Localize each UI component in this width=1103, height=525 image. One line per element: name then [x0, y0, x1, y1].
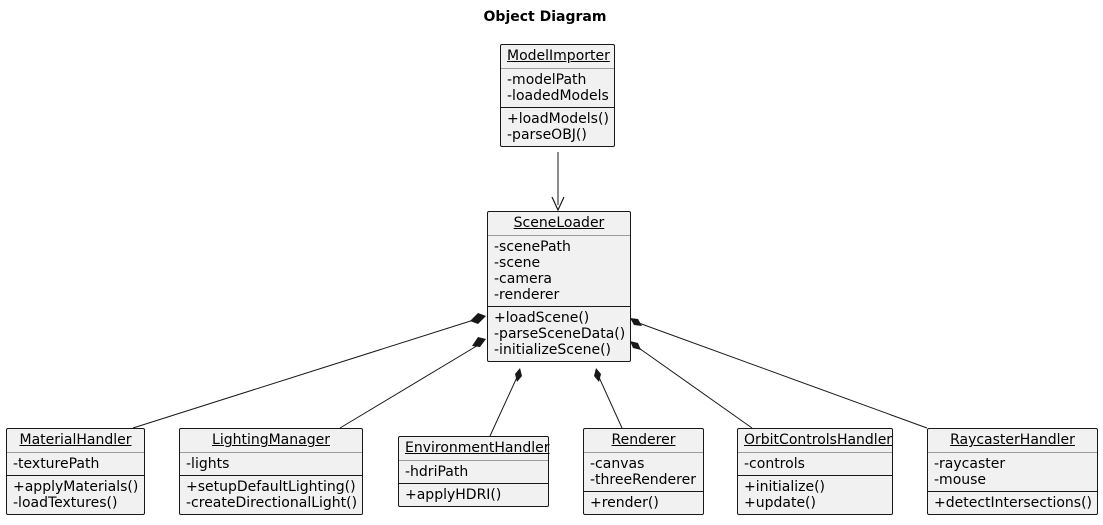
- method: -parseSceneData(): [494, 326, 626, 342]
- attributes-section: -raycaster -mouse: [928, 452, 1097, 492]
- object-material-handler: MaterialHandler -texturePath +applyMater…: [6, 428, 145, 515]
- object-name: SceneLoader: [513, 215, 605, 231]
- methods-section: +loadScene() -parseSceneData() -initiali…: [488, 306, 630, 361]
- methods-section: +render(): [584, 491, 703, 514]
- attribute: -raycaster: [934, 456, 1006, 472]
- attribute: -mouse: [934, 472, 987, 488]
- method: +loadScene(): [494, 310, 590, 326]
- attribute: -loadedModels: [507, 88, 609, 104]
- edge-sceneloader-raycasterhandler: [630, 318, 928, 429]
- object-lighting-manager: LightingManager -lights +setupDefaultLig…: [179, 428, 363, 515]
- methods-section: +loadModels() -parseOBJ(): [501, 107, 614, 146]
- attribute: -texturePath: [13, 456, 100, 472]
- methods-section: +setupDefaultLighting() -createDirection…: [180, 475, 362, 514]
- method: -loadTextures(): [13, 495, 118, 511]
- attribute: -renderer: [494, 287, 560, 303]
- attributes-section: -hdriPath: [399, 460, 548, 484]
- attributes-section: -texturePath: [7, 452, 144, 476]
- attributes-section: -controls: [738, 452, 892, 476]
- attribute: -modelPath: [507, 72, 587, 88]
- method: +applyMaterials(): [13, 479, 139, 495]
- object-name: OrbitControlsHandler: [744, 432, 893, 448]
- method: +render(): [590, 495, 659, 511]
- attribute: -lights: [186, 456, 230, 472]
- edge-sceneloader-orbitcontrolshandler: [630, 341, 753, 429]
- method: +setupDefaultLighting(): [186, 479, 356, 495]
- edge-sceneloader-renderer: [594, 368, 623, 429]
- method: +initialize(): [744, 479, 826, 495]
- object-scene-loader: SceneLoader -scenePath -scene -camera -r…: [487, 211, 631, 362]
- object-raycaster-handler: RaycasterHandler -raycaster -mouse +dete…: [927, 428, 1098, 515]
- attribute: -threeRenderer: [590, 472, 696, 488]
- object-name: MaterialHandler: [19, 432, 132, 448]
- attributes-section: -modelPath -loadedModels: [501, 68, 614, 108]
- method: +applyHDRI(): [405, 487, 502, 503]
- attribute: -scene: [494, 255, 541, 271]
- attribute: -camera: [494, 271, 552, 287]
- object-model-importer: ModelImporter -modelPath -loadedModels +…: [500, 44, 615, 147]
- attribute: -controls: [744, 456, 805, 472]
- attributes-section: -canvas -threeRenderer: [584, 452, 703, 492]
- object-name: Renderer: [611, 432, 676, 448]
- methods-section: +applyMaterials() -loadTextures(): [7, 475, 144, 514]
- method: -parseOBJ(): [507, 127, 587, 143]
- diagram-title: Object Diagram: [483, 9, 607, 25]
- edge-sceneloader-environmenthandler: [489, 368, 522, 437]
- attribute: -scenePath: [494, 239, 571, 255]
- method: -createDirectionalLight(): [186, 495, 358, 511]
- attribute: -hdriPath: [405, 464, 469, 480]
- methods-section: +detectIntersections(): [928, 491, 1097, 514]
- object-name: ModelImporter: [507, 48, 610, 64]
- object-name: EnvironmentHandler: [405, 440, 550, 456]
- edge-sceneloader-materialhandler: [132, 313, 486, 429]
- attributes-section: -scenePath -scene -camera -renderer: [488, 235, 630, 307]
- arrowhead-sceneloader: [551, 196, 565, 212]
- attribute: -canvas: [590, 456, 645, 472]
- method: +loadModels(): [507, 111, 609, 127]
- methods-section: +applyHDRI(): [399, 483, 548, 506]
- object-name: RaycasterHandler: [950, 432, 1075, 448]
- object-orbit-controls-handler: OrbitControlsHandler -controls +initiali…: [737, 428, 893, 515]
- object-name: LightingManager: [212, 432, 330, 448]
- methods-section: +initialize() +update(): [738, 475, 892, 514]
- method: -initializeScene(): [494, 342, 612, 358]
- object-environment-handler: EnvironmentHandler -hdriPath +applyHDRI(…: [398, 436, 550, 507]
- method: +detectIntersections(): [934, 495, 1093, 511]
- method: +update(): [744, 495, 816, 511]
- edge-sceneloader-lightingmanager: [339, 337, 486, 429]
- object-renderer: Renderer -canvas -threeRenderer +render(…: [583, 428, 704, 515]
- attributes-section: -lights: [180, 452, 362, 476]
